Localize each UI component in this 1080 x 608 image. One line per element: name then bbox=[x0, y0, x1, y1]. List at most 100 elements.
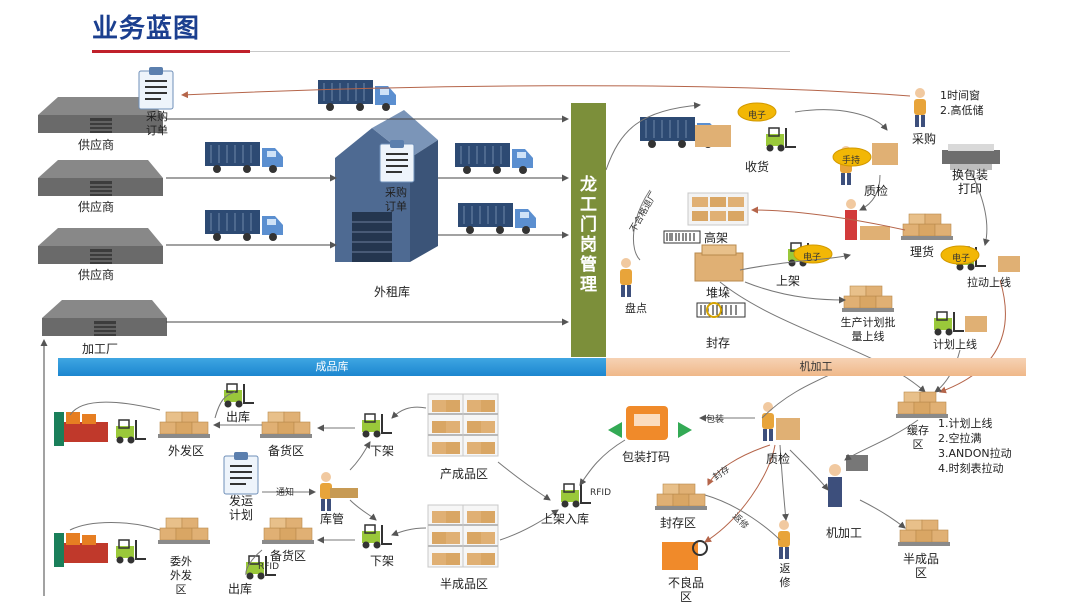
truck-left-1 bbox=[204, 141, 284, 174]
pull-method-1: 1.计划上线 bbox=[938, 417, 993, 430]
high-shelf-label: 高架 bbox=[704, 231, 729, 245]
electronic-tag-label-3: 电子 bbox=[952, 254, 971, 264]
purchasing-label: 采购 bbox=[912, 132, 937, 146]
finished-warehouse-band: 成品库 bbox=[58, 358, 606, 376]
plan-forklift bbox=[933, 311, 965, 337]
supplier-warehouse-2 bbox=[37, 159, 164, 197]
semi-finished-shelf bbox=[427, 504, 499, 568]
purchase-rule-1: 1时间窗 bbox=[940, 89, 980, 102]
unload-forklift-top bbox=[361, 413, 393, 439]
ready-area-top-boxes bbox=[259, 411, 313, 439]
ship-plan-doc bbox=[223, 451, 259, 495]
ready-area-label-bottom: 备货区 bbox=[270, 549, 307, 563]
pull-method-3: 3.ANDON拉动 bbox=[938, 447, 1012, 460]
buffer-label: 缓存区 bbox=[907, 424, 929, 451]
qc-worker-mid bbox=[762, 402, 774, 441]
receiving-forklift bbox=[765, 127, 797, 153]
outbound-area-label: 外发区 bbox=[168, 444, 205, 458]
purchase-order-doc-top bbox=[138, 66, 174, 110]
ship-plan-label: 发运计划 bbox=[228, 494, 253, 522]
defect-area-label: 不良品区 bbox=[667, 576, 704, 604]
pull-method-list: 1.计划上线 2.空拉满 3.ANDON拉动 4.时刻表拉动 bbox=[938, 416, 1012, 476]
plan-online-label: 计划上线 bbox=[933, 338, 977, 351]
defect-area-icon bbox=[662, 540, 708, 570]
title-divider bbox=[250, 51, 790, 52]
gate-management-bar: 龙工门岗管理 bbox=[571, 103, 606, 357]
semi-area-label-mid: 半成品区 bbox=[440, 577, 489, 591]
rfid-tag-2: RFID bbox=[590, 488, 612, 498]
semi-right-boxes bbox=[897, 519, 951, 547]
electronic-tag-label-1: 电子 bbox=[748, 111, 767, 121]
seal-barcode-icon bbox=[696, 302, 746, 318]
factory-warehouse bbox=[41, 299, 168, 337]
buffer-area-boxes bbox=[895, 391, 949, 419]
purchaser-person bbox=[914, 88, 926, 127]
seal-area-boxes bbox=[654, 483, 708, 511]
purchase-rule-2: 2.高低储 bbox=[940, 104, 984, 117]
outsource-warehouse-label: 外租库 bbox=[374, 285, 411, 299]
prod-plan-boxes bbox=[841, 285, 895, 313]
warehouse-keeper-label: 库管 bbox=[320, 512, 345, 526]
qc-label-mid: 质检 bbox=[766, 452, 791, 466]
outsource-area-boxes bbox=[157, 517, 211, 545]
pack-code-label: 包装打码 bbox=[622, 450, 671, 464]
outbound-cart-bottom bbox=[54, 533, 108, 567]
finished-goods-shelf bbox=[427, 393, 499, 457]
putaway-in-forklift bbox=[560, 483, 592, 509]
supplier-label-2: 供应商 bbox=[78, 200, 115, 214]
out-forklift-top bbox=[223, 383, 255, 409]
purchase-order-label-mid: 采购订单 bbox=[385, 186, 407, 213]
out-label-top: 出库 bbox=[226, 410, 251, 424]
machining-band: 机加工 bbox=[606, 358, 1026, 376]
page-title: 业务蓝图 bbox=[92, 14, 201, 44]
purchase-order-doc-mid bbox=[379, 139, 415, 183]
purchase-rules: 1时间窗 2.高低储 bbox=[940, 88, 984, 118]
notify-tag: 通知 bbox=[276, 488, 295, 498]
outbound-area-boxes bbox=[157, 411, 211, 439]
unload-label-top: 下架 bbox=[370, 444, 395, 458]
outbound-forklift-bottom bbox=[115, 539, 147, 565]
ready-area-label-top: 备货区 bbox=[268, 444, 305, 458]
electronic-tag-label-2: 电子 bbox=[803, 253, 822, 263]
semi-area-label-right: 半成品区 bbox=[903, 552, 940, 580]
truck-right-2 bbox=[457, 202, 537, 235]
title-rule bbox=[92, 50, 250, 53]
putaway-label: 上架 bbox=[776, 274, 801, 288]
repack-print-label: 换包装打印 bbox=[951, 168, 988, 196]
pull-method-2: 2.空拉满 bbox=[938, 432, 982, 445]
receiving-boxes bbox=[695, 125, 731, 147]
putaway-in-label: 上架入库 bbox=[540, 512, 589, 526]
pack-tag: 包装 bbox=[706, 415, 725, 425]
unload-label-bottom: 下架 bbox=[370, 554, 395, 568]
ready-area-bottom-boxes bbox=[261, 517, 315, 545]
purchase-order-label-top: 采购订单 bbox=[146, 110, 168, 137]
outsource-area-label: 委外外发区 bbox=[170, 555, 192, 596]
prod-plan-label: 生产计划批量上线 bbox=[840, 316, 896, 343]
qc-boxes-top bbox=[872, 143, 898, 165]
gate-label: 龙工门岗管理 bbox=[580, 175, 597, 295]
machining-node-label: 机加工 bbox=[826, 526, 863, 540]
finished-area-label: 产成品区 bbox=[440, 467, 489, 481]
qc-worker-pallet bbox=[845, 199, 890, 240]
factory-label: 加工厂 bbox=[82, 342, 119, 356]
truck-left-2 bbox=[204, 209, 284, 242]
supplier-label-1: 供应商 bbox=[78, 138, 115, 152]
outbound-forklift-top bbox=[115, 419, 147, 445]
stack-boxes bbox=[694, 244, 744, 282]
barcode-label-top bbox=[663, 230, 701, 244]
pull-method-4: 4.时刻表拉动 bbox=[938, 462, 1004, 475]
pull-online-label: 拉动上线 bbox=[967, 276, 1011, 289]
machining-operator bbox=[828, 455, 868, 507]
inventory-label: 盘点 bbox=[625, 302, 647, 315]
seal-area-label: 封存区 bbox=[660, 516, 697, 530]
sorting-boxes bbox=[900, 213, 954, 241]
sorting-label: 理货 bbox=[910, 245, 935, 259]
manual-tag-label: 手持 bbox=[842, 156, 861, 166]
qc-label-top: 质检 bbox=[864, 184, 889, 198]
pack-code-printer bbox=[608, 406, 692, 440]
truck-right-1 bbox=[454, 142, 534, 175]
stack-label: 堆垛 bbox=[706, 286, 731, 300]
outbound-cart-top bbox=[54, 412, 108, 446]
printer-icon bbox=[942, 144, 1000, 170]
